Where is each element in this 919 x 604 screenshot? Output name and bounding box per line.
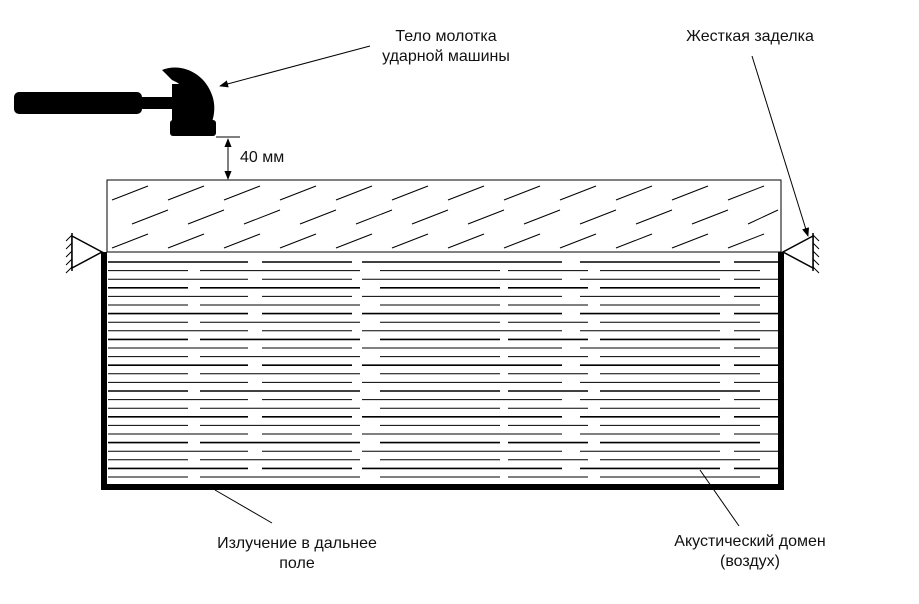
acoustic-label-line1: Акустический домен [674, 533, 826, 550]
fixed-leader [751, 55, 810, 237]
gap-dimension [216, 136, 240, 180]
fixed-label: Жесткая заделка [686, 28, 814, 45]
gap-label: 40 мм [240, 149, 285, 166]
hammer-leader [219, 45, 371, 88]
radiation-leader [214, 489, 273, 524]
acoustic-leader [699, 469, 740, 527]
floor-slab [106, 179, 782, 253]
radiation-label: Излучение в дальнее поле [192, 534, 402, 574]
hammer-label-line1: Тело молотка [395, 28, 497, 45]
fixed-support-icon [65, 233, 104, 274]
hammer-icon [14, 67, 216, 136]
hammer-label-line2: ударной машины [382, 48, 510, 65]
radiation-label-line1: Излучение в дальнее [217, 535, 377, 552]
acoustic-label: Акустический домен (воздух) [650, 532, 850, 572]
fixed-support-icon [781, 233, 820, 274]
radiation-label-line2: поле [279, 555, 315, 572]
acoustic-label-line2: (воздух) [719, 553, 780, 570]
acoustic-domain-box [101, 252, 784, 490]
hammer-label: Тело молотка ударной машины [356, 27, 536, 67]
